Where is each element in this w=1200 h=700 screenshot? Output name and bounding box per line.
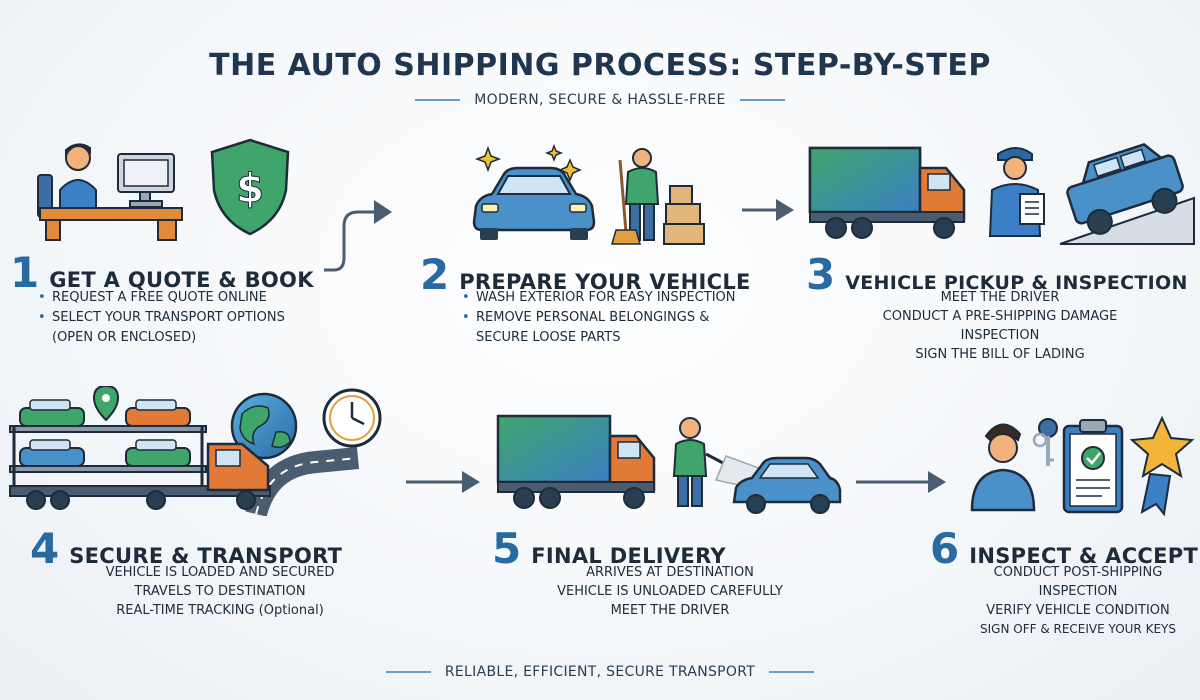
location-pin-icon <box>92 386 120 422</box>
step-4-heading: 4 SECURE & TRANSPORT <box>30 528 342 570</box>
subtitle-rule-left <box>415 99 461 101</box>
sparkles-icon <box>474 143 582 182</box>
step-5-heading: 5 FINAL DELIVERY <box>492 528 726 570</box>
step1-illustration: $ <box>37 138 290 241</box>
list-item: MEET THE DRIVER <box>610 603 730 618</box>
step6-illustration <box>970 415 1195 516</box>
step-5-list: ARRIVES AT DESTINATION VEHICLE IS UNLOAD… <box>520 563 820 620</box>
car-icon <box>472 166 596 240</box>
truck-icon <box>808 146 966 239</box>
suv-on-ramp-icon <box>1059 142 1195 245</box>
step-6-number: 6 <box>930 524 960 573</box>
globe-icon <box>230 392 298 460</box>
customer-icon <box>970 423 1036 512</box>
list-item: SIGN OFF & RECEIVE YOUR KEYS <box>980 622 1176 636</box>
step-3-number: 3 <box>806 250 836 299</box>
person-at-desk-icon <box>37 143 183 241</box>
step-3-title: VEHICLE PICKUP & INSPECTION <box>845 272 1188 294</box>
list-item: MEET THE DRIVER <box>940 290 1060 305</box>
car-icon <box>732 456 842 514</box>
svg-text:$: $ <box>236 166 264 212</box>
list-item: VERIFY VEHICLE CONDITION <box>986 603 1170 618</box>
step-3-list: MEET THE DRIVER CONDUCT A PRE-SHIPPING D… <box>870 288 1130 364</box>
step2-illustration <box>472 143 705 245</box>
shield-dollar-icon: $ <box>210 138 290 236</box>
step-4-list: VEHICLE IS LOADED AND SECURED TRAVELS TO… <box>80 563 360 620</box>
step-1-number: 1 <box>10 248 40 297</box>
step-6-list: CONDUCT POST-SHIPPING INSPECTION VERIFY … <box>960 563 1196 639</box>
driver-with-clipboard-icon <box>988 147 1045 237</box>
list-item: SELECT YOUR TRANSPORT OPTIONS (OPEN OR E… <box>36 308 326 348</box>
footer-rule-right <box>769 671 815 673</box>
list-item: REMOVE PERSONAL BELONGINGS & SECURE LOOS… <box>460 308 760 348</box>
car-carrier-truck-icon <box>9 399 271 510</box>
page-title: THE AUTO SHIPPING PROCESS: STEP-BY-STEP <box>209 48 991 83</box>
list-item: WASH EXTERIOR FOR EASY INSPECTION <box>460 288 760 308</box>
arrow-step1-to-step2 <box>324 200 392 272</box>
list-item: CONDUCT A PRE-SHIPPING DAMAGE INSPECTION <box>882 309 1118 343</box>
list-item: REQUEST A FREE QUOTE ONLINE <box>36 288 326 308</box>
step-4-title: SECURE & TRANSPORT <box>69 544 343 568</box>
arrow-step5-to-step6 <box>856 471 946 493</box>
footer-tagline: RELIABLE, EFFICIENT, SECURE TRANSPORT <box>444 664 756 680</box>
checklist-clipboard-icon <box>1062 419 1124 514</box>
list-item: TRAVELS TO DESTINATION <box>134 584 306 599</box>
step-2-number: 2 <box>420 250 450 299</box>
step5-illustration <box>496 414 842 514</box>
delivery-truck-icon <box>496 414 656 509</box>
list-item: REAL-TIME TRACKING (Optional) <box>116 603 324 618</box>
subtitle-rule-right <box>739 99 785 101</box>
clock-icon <box>322 388 382 448</box>
list-item: VEHICLE IS UNLOADED CAREFULLY <box>557 584 783 599</box>
step-2-list: WASH EXTERIOR FOR EASY INSPECTION REMOVE… <box>460 288 760 348</box>
list-item: SIGN THE BILL OF LADING <box>915 347 1085 362</box>
person-with-broom-icon <box>611 148 660 245</box>
arrow-step2-to-step3 <box>742 199 794 221</box>
list-item: ARRIVES AT DESTINATION <box>586 565 754 580</box>
boxes-icon <box>663 185 705 245</box>
keys-icon <box>1032 418 1058 466</box>
list-item: CONDUCT POST-SHIPPING INSPECTION <box>993 565 1163 599</box>
list-item: VEHICLE IS LOADED AND SECURED <box>105 565 335 580</box>
footer-row: RELIABLE, EFFICIENT, SECURE TRANSPORT <box>0 664 1200 680</box>
star-award-icon <box>1129 415 1195 516</box>
page-subtitle: MODERN, SECURE & HASSLE-FREE <box>474 92 726 108</box>
subtitle-row: MODERN, SECURE & HASSLE-FREE <box>0 92 1200 108</box>
step-4-number: 4 <box>30 524 60 573</box>
step-5-title: FINAL DELIVERY <box>531 544 726 568</box>
step-6-heading: 6 INSPECT & ACCEPT <box>930 528 1198 570</box>
step4-illustration <box>9 386 382 516</box>
footer-rule-left <box>385 671 431 673</box>
road-icon <box>245 447 360 516</box>
step-3-heading: 3 VEHICLE PICKUP & INSPECTION <box>806 254 1188 296</box>
step-6-title: INSPECT & ACCEPT <box>969 544 1199 568</box>
step3-illustration <box>808 142 1195 245</box>
arrow-step4-to-step5 <box>406 471 480 493</box>
step-5-number: 5 <box>492 524 522 573</box>
step-1-list: REQUEST A FREE QUOTE ONLINE SELECT YOUR … <box>36 288 326 348</box>
